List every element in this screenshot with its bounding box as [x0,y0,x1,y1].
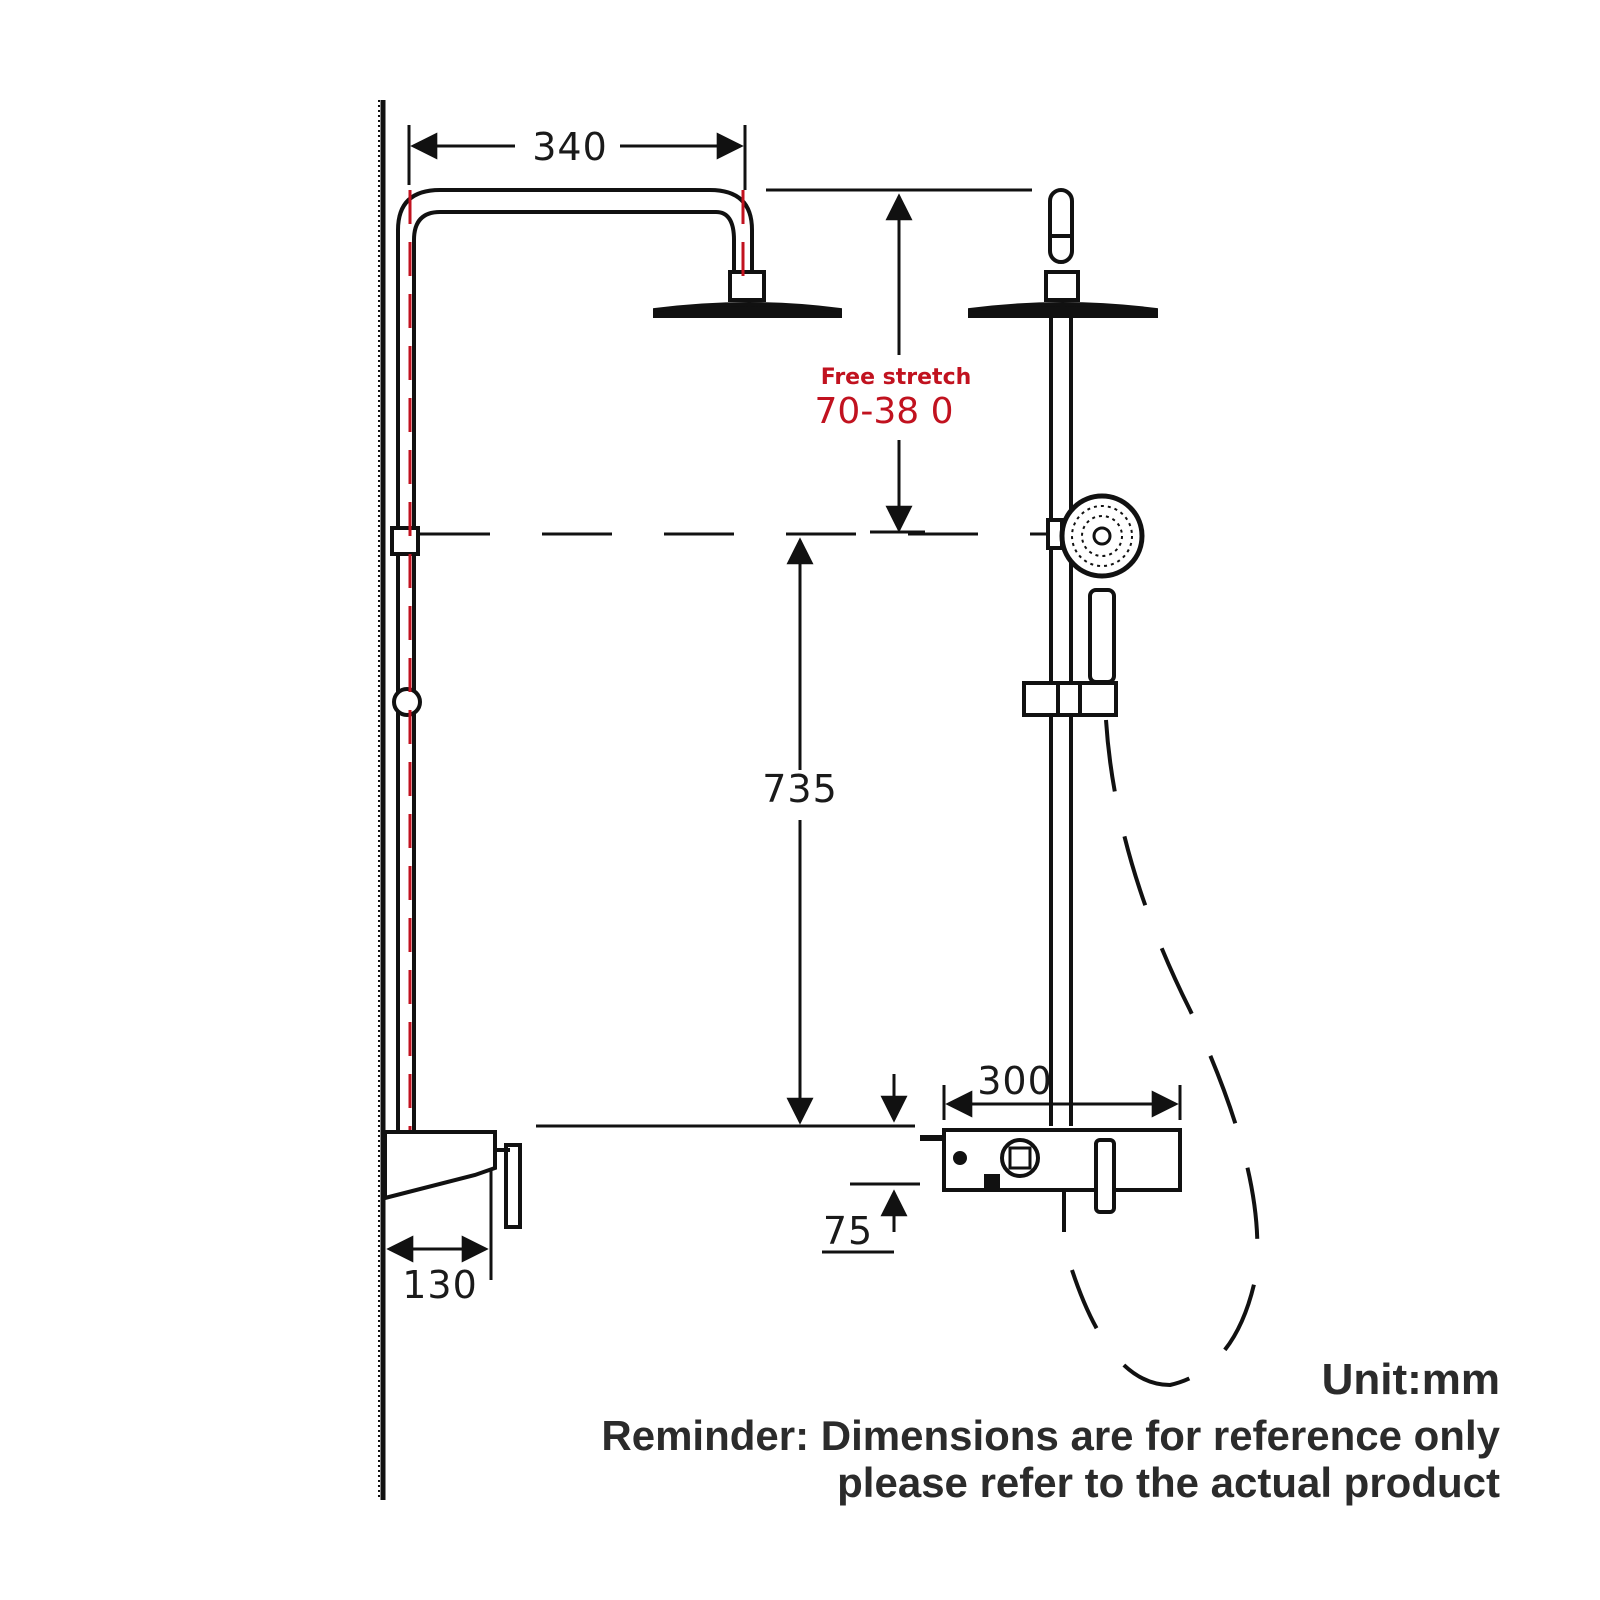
column-connector [1044,270,1080,302]
mixer-handle-side [504,1143,522,1229]
dim-column-length-label: 735 [762,767,838,811]
dim-arm-width-label: 340 [532,125,608,169]
free-stretch-label: Free stretch [821,365,972,390]
column-top-cap [1048,188,1074,264]
dim-arm-width [407,125,747,190]
hand-shower-handle [1088,588,1116,684]
wall-bracket [390,526,420,556]
reminder-line-1: Reminder: Dimensions are for reference o… [601,1412,1500,1459]
free-stretch-range: 70-38 0 [815,391,954,432]
rain-head-front [968,302,1158,318]
rain-head-side [653,302,842,318]
dim-mixer-width [942,1085,1182,1120]
head-connector [728,270,766,302]
dim-free-stretch [870,193,925,534]
unit-note: Unit:mm [1322,1355,1500,1404]
slide-holder [1022,681,1118,717]
dim-wall-offset [386,1170,493,1280]
front-view-shower-system [920,188,1182,1232]
side-view-shower-system [383,188,842,1229]
dim-wall-offset-label: 130 [402,1263,478,1307]
dim-mixer-height-label: 75 [823,1209,873,1253]
slide-knob [392,687,422,717]
hose-dashed [1070,719,1260,1388]
thermostatic-mixer [942,1128,1182,1192]
riser-pipe-outer [396,188,754,1130]
mixer-lever-front [1094,1138,1116,1214]
dim-mixer-width-label: 300 [977,1059,1053,1103]
wall [378,100,386,1500]
reminder-line-2: please refer to the actual product [837,1459,1500,1506]
riser-pipe-inner [412,210,736,1130]
dim-mixer-height [822,1074,920,1254]
mixer-body-side [383,1130,497,1201]
extension-centerline [408,190,745,1130]
